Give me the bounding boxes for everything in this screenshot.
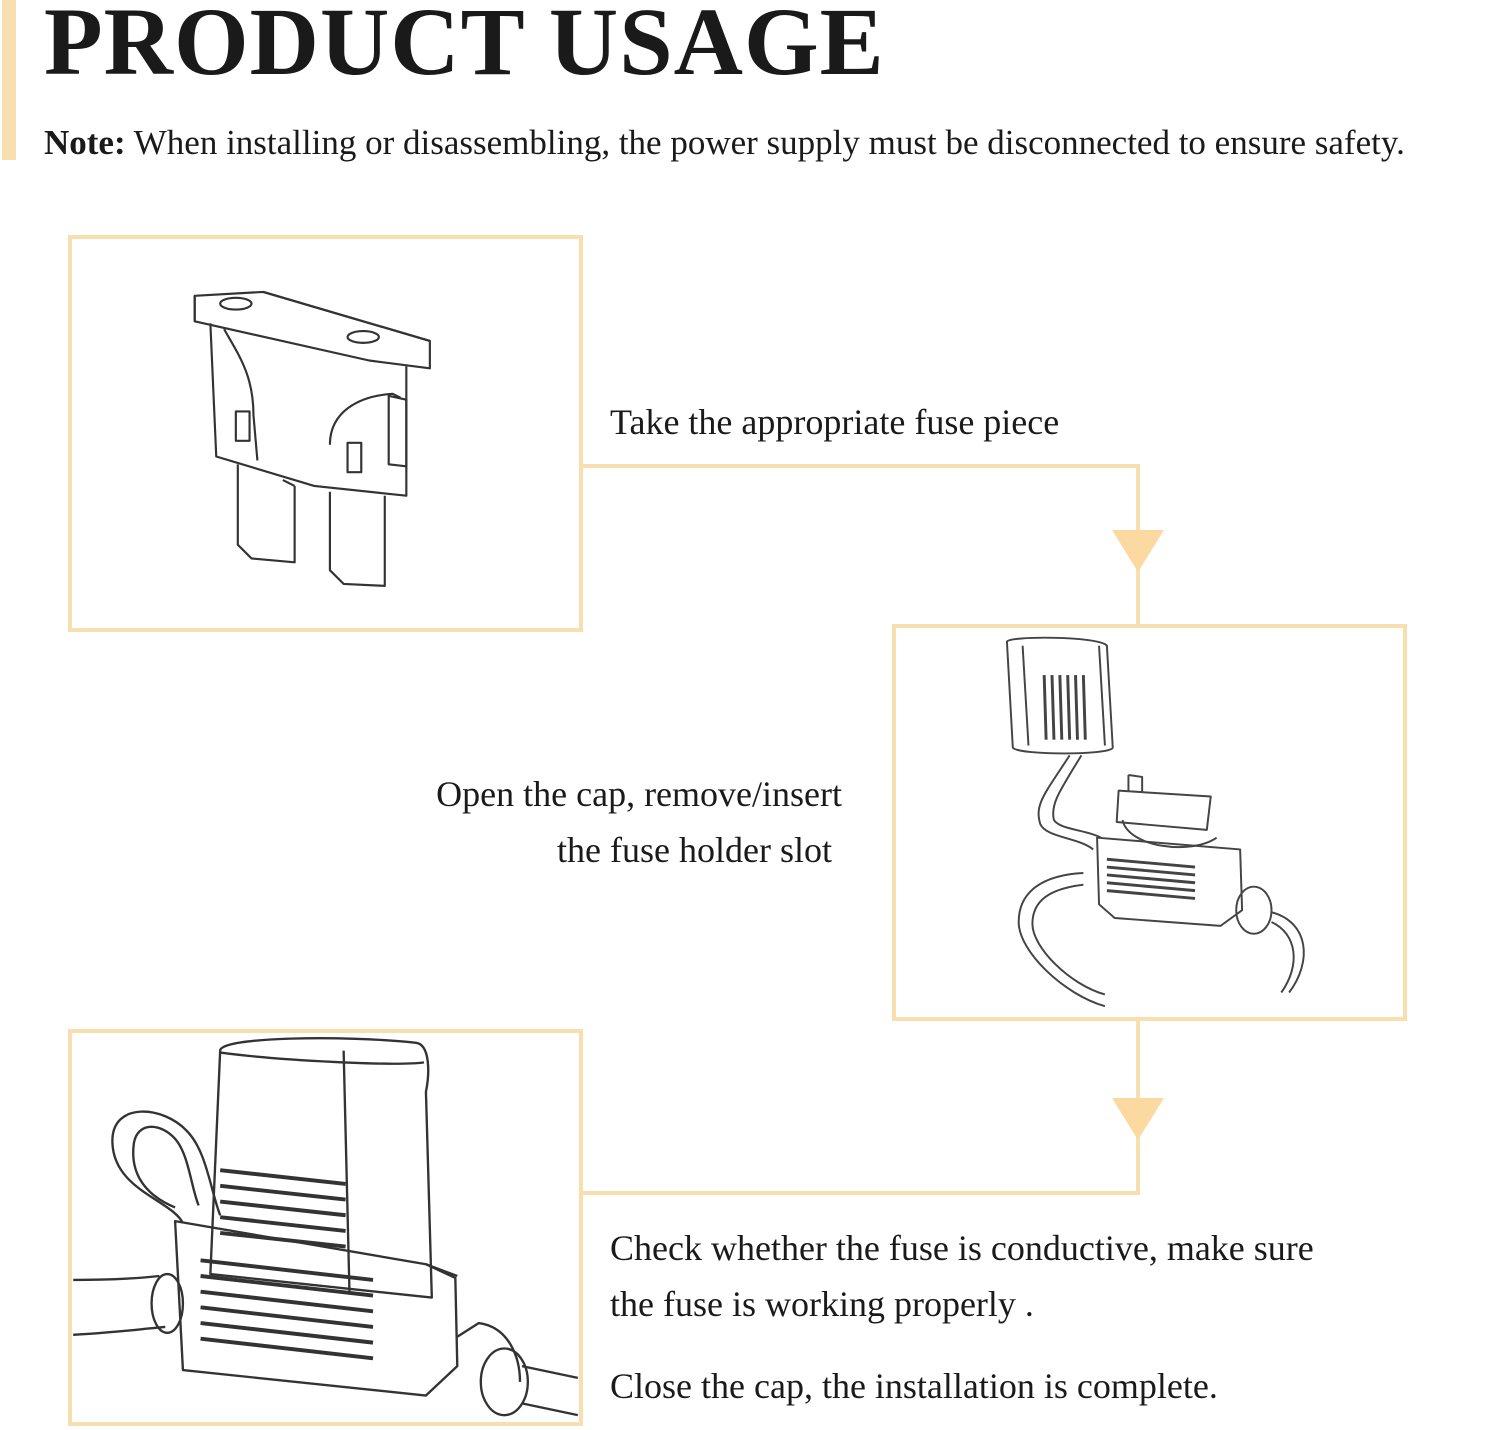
- step-3-image-frame: [68, 1029, 583, 1426]
- flow-arrow-1: [1112, 530, 1164, 572]
- safety-note: Note: When installing or disassembling, …: [44, 122, 1405, 164]
- step-2-line-1: Open the cap, remove/insert: [436, 774, 842, 814]
- fuse-holder-closed-illustration: [73, 1037, 579, 1417]
- fuse-holder-open-illustration: [1005, 636, 1305, 1008]
- connector-line-1: [582, 464, 1140, 625]
- step-1-text: Take the appropriate fuse piece: [610, 394, 1059, 450]
- step-3-line-1: Check whether the fuse is conductive, ma…: [610, 1228, 1314, 1268]
- note-text: When installing or disassembling, the po…: [133, 123, 1405, 162]
- step-2-image-frame: [892, 624, 1407, 1021]
- step-1-image-frame: [68, 235, 583, 632]
- accent-bar: [2, 0, 16, 160]
- step-2-text: Open the cap, remove/insert the fuse hol…: [436, 766, 842, 878]
- blade-fuse-illustration: [193, 290, 431, 587]
- note-label: Note:: [44, 123, 126, 162]
- step-2-line-2: the fuse holder slot: [557, 830, 832, 870]
- step-3-text: Check whether the fuse is conductive, ma…: [610, 1220, 1314, 1414]
- step-3-line-2: the fuse is working properly .: [610, 1284, 1034, 1324]
- step-1-line-1: Take the appropriate fuse piece: [610, 402, 1060, 442]
- step-3-line-3: Close the cap, the installation is compl…: [610, 1366, 1218, 1406]
- flow-arrow-2: [1112, 1098, 1164, 1140]
- page-title: PRODUCT USAGE: [44, 0, 885, 95]
- connector-line-2: [582, 1020, 1140, 1195]
